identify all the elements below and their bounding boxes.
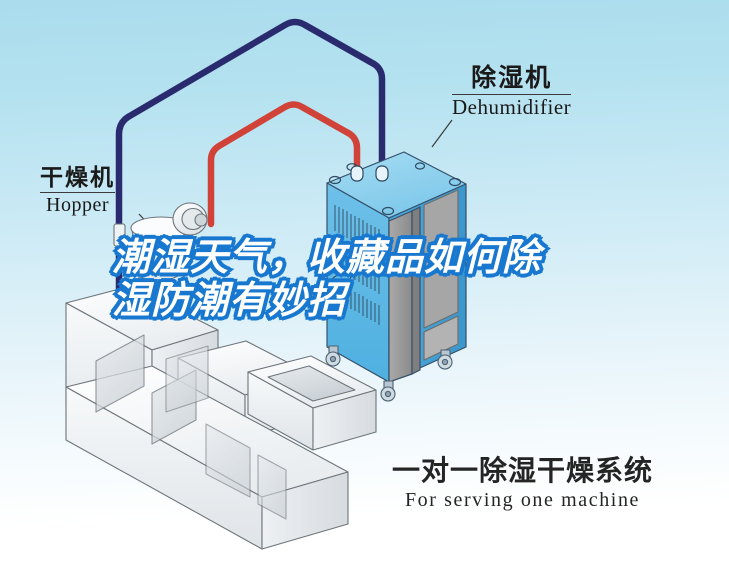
system-caption-en: For serving one machine xyxy=(404,489,641,512)
machine-right-lid xyxy=(267,365,356,402)
cabinet-top-bolts xyxy=(328,162,462,216)
hopper-leg-left xyxy=(127,269,143,305)
connector-supply xyxy=(350,165,364,182)
display-screen-left xyxy=(436,254,441,270)
bolt-ring-5 xyxy=(414,162,426,170)
dehumidifier-unit xyxy=(325,151,467,402)
cabinet-badge xyxy=(330,272,352,286)
vent-block-1 xyxy=(334,205,380,256)
label-hopper-en: Hopper xyxy=(46,194,109,216)
machine-rear-door xyxy=(165,345,209,413)
control-panel-column xyxy=(388,210,413,383)
hopper-feed-tube xyxy=(113,223,126,247)
pipe-connectors xyxy=(350,165,389,182)
label-dehumidifier: 除湿机 Dehumidifier xyxy=(452,64,572,119)
display-screen-right xyxy=(445,250,450,266)
caster-rear-right xyxy=(437,349,453,370)
cabinet-lower-skirt xyxy=(423,315,459,361)
label-dehumidifier-en: Dehumidifier xyxy=(452,95,572,119)
caster-front-right xyxy=(380,380,396,402)
system-caption-cn: 一对一除湿干燥系统 xyxy=(392,455,654,486)
injection-molding-machine xyxy=(65,281,377,550)
bolt-ring-4 xyxy=(448,177,462,187)
machine-collar-top xyxy=(139,281,199,306)
hopper-blower-hub xyxy=(194,213,208,227)
return-air-pipe xyxy=(115,18,386,294)
pipe-group xyxy=(115,18,386,294)
casters xyxy=(325,345,453,402)
label-dehumidifier-cn: 除湿机 xyxy=(471,64,553,92)
bolt-ring-1 xyxy=(328,175,342,185)
connector-return xyxy=(375,165,389,182)
caster-front-left xyxy=(325,345,341,367)
label-hopper-cn: 干燥机 xyxy=(40,164,115,190)
machine-right-side xyxy=(312,389,377,451)
bolt-ring-3 xyxy=(381,206,395,216)
vent-block-3 xyxy=(334,281,380,325)
leader-dehumidifier xyxy=(431,119,453,148)
label-hopper: 干燥机 Hopper xyxy=(40,166,115,215)
machine-door-4 xyxy=(257,454,287,520)
machine-door-1 xyxy=(95,334,145,413)
control-panel-column-edge xyxy=(411,206,421,375)
hopper-leg-right xyxy=(179,267,193,301)
system-caption: 一对一除湿干燥系统 For serving one machine xyxy=(392,456,653,512)
label-hopper-rule xyxy=(40,192,115,193)
label-dehumidifier-rule xyxy=(452,94,572,95)
hopper-unit xyxy=(113,202,208,305)
machine-door-3 xyxy=(205,423,251,498)
supply-air-pipe xyxy=(207,101,361,228)
